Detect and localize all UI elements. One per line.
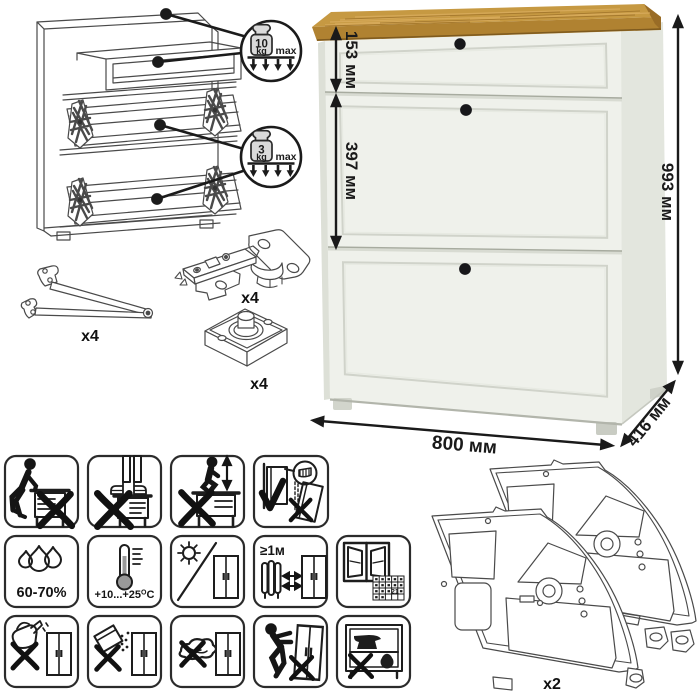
svg-text:kg: kg xyxy=(256,152,267,162)
svg-text:kg: kg xyxy=(256,46,267,56)
svg-text:+10...+25OC: +10...+25OC xyxy=(95,589,155,601)
svg-text:800 мм: 800 мм xyxy=(431,432,498,458)
svg-text:397 мм: 397 мм xyxy=(342,142,361,200)
svg-text:153 мм: 153 мм xyxy=(342,31,361,89)
svg-text:x2: x2 xyxy=(543,676,561,693)
svg-text:max: max xyxy=(275,151,296,163)
svg-text:x4: x4 xyxy=(241,290,259,307)
svg-text:3: 3 xyxy=(258,145,264,157)
svg-text:x4: x4 xyxy=(250,376,268,393)
svg-text:max: max xyxy=(275,45,296,57)
svg-text:≥1м: ≥1м xyxy=(260,543,285,558)
svg-text:993 мм: 993 мм xyxy=(658,163,677,221)
svg-text:60-70%: 60-70% xyxy=(17,585,67,601)
svg-text:x4: x4 xyxy=(81,328,99,345)
svg-text:10: 10 xyxy=(255,39,268,51)
svg-text:21: 21 xyxy=(391,589,399,596)
